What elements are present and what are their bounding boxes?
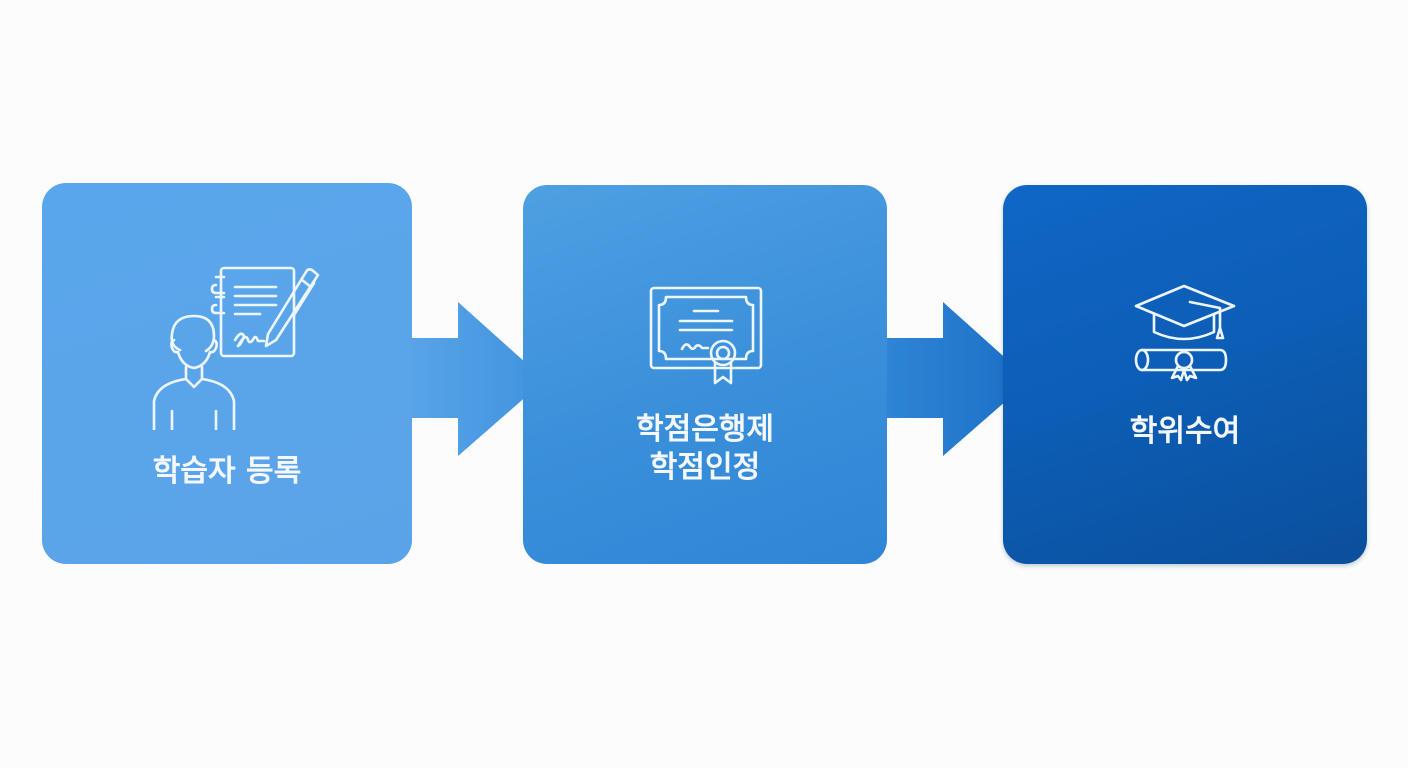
certificate-icon — [649, 286, 763, 385]
step-label: 학위수여 — [1129, 414, 1241, 449]
step-label: 학점은행제 학점인정 — [636, 412, 774, 485]
student-signing-document-icon — [152, 266, 320, 430]
step-degree-conferral: 학위수여 — [1003, 185, 1367, 564]
graduation-cap-diploma-icon — [1134, 284, 1236, 382]
step-learner-registration: 학습자 등록 — [42, 183, 412, 564]
step-label: 학습자 등록 — [152, 454, 302, 489]
step-credit-bank-recognition: 학점은행제 학점인정 — [523, 185, 887, 564]
